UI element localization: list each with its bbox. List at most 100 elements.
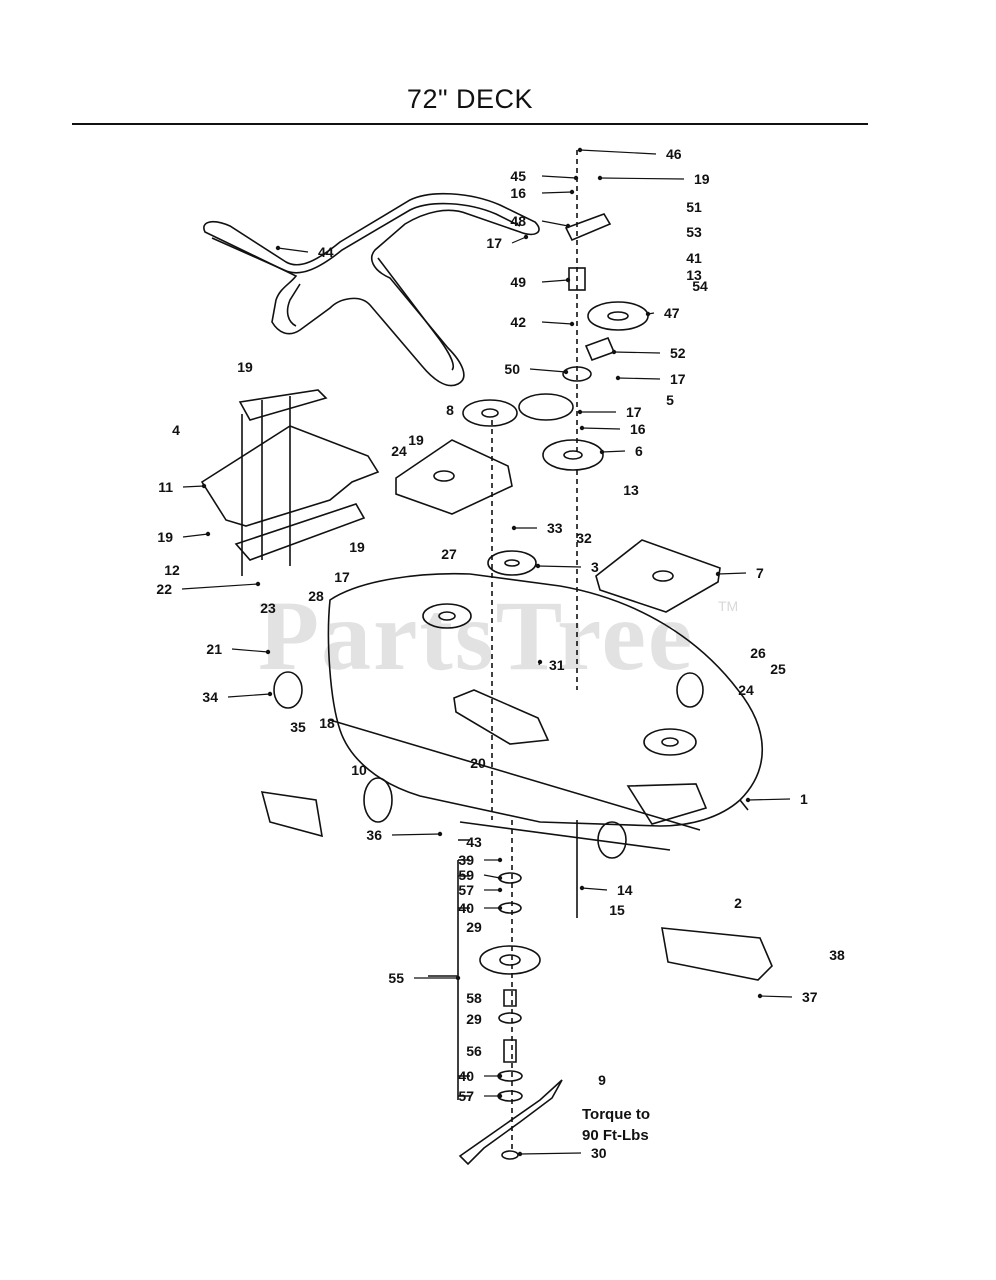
callout-label: 19	[408, 432, 424, 448]
callout-label: 34	[202, 689, 218, 705]
callout-leader	[483, 874, 501, 879]
callout-label: 46	[666, 146, 682, 162]
callout-label: 51	[686, 199, 702, 215]
callout-label: 39	[458, 852, 474, 868]
callout-leader	[599, 177, 685, 180]
callout-label: 19	[157, 529, 173, 545]
callout-leader	[601, 450, 626, 453]
callout-label: 53	[686, 224, 702, 240]
callout-dot	[267, 691, 273, 697]
belt	[203, 192, 540, 387]
callout-label: 17	[670, 371, 686, 387]
callout-label: 58	[466, 990, 482, 1006]
diagram-title: 72" DECK	[406, 84, 534, 114]
callout-dot	[563, 369, 569, 375]
callout-label: 41	[686, 250, 702, 266]
callout-label: 4	[172, 422, 180, 438]
callout-label: 24	[738, 682, 754, 698]
callout-leader	[529, 368, 567, 373]
callout-dot	[599, 449, 605, 455]
callout-leader	[519, 1152, 582, 1155]
callout-dot	[569, 321, 575, 327]
callout-dot	[497, 857, 503, 863]
callout-label: 27	[441, 546, 457, 562]
callout-label: 56	[466, 1043, 482, 1059]
callout-label: 19	[694, 171, 710, 187]
callout-label: 31	[549, 657, 565, 673]
callout-label: 55	[388, 970, 404, 986]
callout-leader	[541, 191, 573, 194]
callout-label: 15	[609, 902, 625, 918]
callout-label: 59	[458, 867, 474, 883]
callout-dot	[615, 375, 621, 381]
callout-leader	[391, 833, 441, 836]
callout-label: 20	[470, 755, 486, 771]
callout-dot	[579, 425, 585, 431]
callout-label: 48	[510, 213, 526, 229]
torque-note-line-2: 90 Ft-Lbs	[582, 1127, 649, 1144]
callout-leader	[617, 377, 661, 380]
callout-dot	[565, 277, 571, 283]
callout-label: 19	[237, 359, 253, 375]
callout-dot	[715, 571, 721, 577]
callout-label: 57	[458, 1088, 474, 1104]
callout-label: 7	[756, 565, 764, 581]
callout-dot	[497, 905, 503, 911]
callout-label: 29	[466, 1011, 482, 1027]
callout-label: 33	[547, 520, 563, 536]
callout-leader	[277, 247, 309, 253]
callout-leader	[759, 995, 793, 998]
callout-label: 12	[164, 562, 180, 578]
callout-leader	[182, 485, 205, 488]
watermark-trademark: TM	[718, 598, 739, 614]
callout-dot	[255, 581, 261, 587]
callout-leader	[579, 149, 657, 155]
callout-leader	[541, 175, 577, 179]
callout-label: 42	[510, 314, 526, 330]
blade	[458, 1079, 563, 1166]
callout-label: 17	[486, 235, 502, 251]
callout-dot	[265, 649, 271, 655]
callout-label: 49	[510, 274, 526, 290]
callout-label: 36	[366, 827, 382, 843]
callout-leader	[717, 572, 747, 575]
callout-label: 57	[458, 882, 474, 898]
callout-leader	[227, 693, 271, 698]
callout-dot	[757, 993, 763, 999]
callout-label: 3	[591, 559, 599, 575]
callout-label: 52	[670, 345, 686, 361]
callout-leader	[747, 798, 791, 801]
callout-label: 18	[319, 715, 335, 731]
callout-dot	[573, 175, 579, 181]
callout-label: 54	[692, 278, 708, 294]
callout-leader	[581, 887, 608, 891]
callout-dot	[535, 563, 541, 569]
callout-dot	[645, 311, 651, 317]
callout-leader	[182, 533, 209, 538]
callout-label: 47	[664, 305, 680, 321]
callout-label: 38	[829, 947, 845, 963]
callout-label: 45	[510, 168, 526, 184]
callout-leader	[181, 583, 259, 590]
callout-dot	[511, 525, 517, 531]
callout-label: 11	[158, 479, 173, 495]
callout-dot	[577, 147, 583, 153]
callout-leader	[541, 220, 569, 227]
callout-label: 9	[598, 1072, 606, 1088]
callout-label: 13	[686, 267, 702, 283]
callout-label: 22	[156, 581, 172, 597]
callout-label: 5	[666, 392, 674, 408]
callout-dot	[201, 483, 207, 489]
callout-dot	[497, 1093, 503, 1099]
callout-dot	[577, 409, 583, 415]
callout-label: 32	[576, 530, 592, 546]
callout-dot	[523, 234, 529, 240]
callout-label: 10	[351, 762, 367, 778]
callout-label: 6	[635, 443, 643, 459]
callout-leader	[511, 236, 527, 244]
callout-leader	[613, 351, 661, 354]
callout-label: 43	[466, 834, 482, 850]
callout-label: 44	[318, 244, 334, 260]
